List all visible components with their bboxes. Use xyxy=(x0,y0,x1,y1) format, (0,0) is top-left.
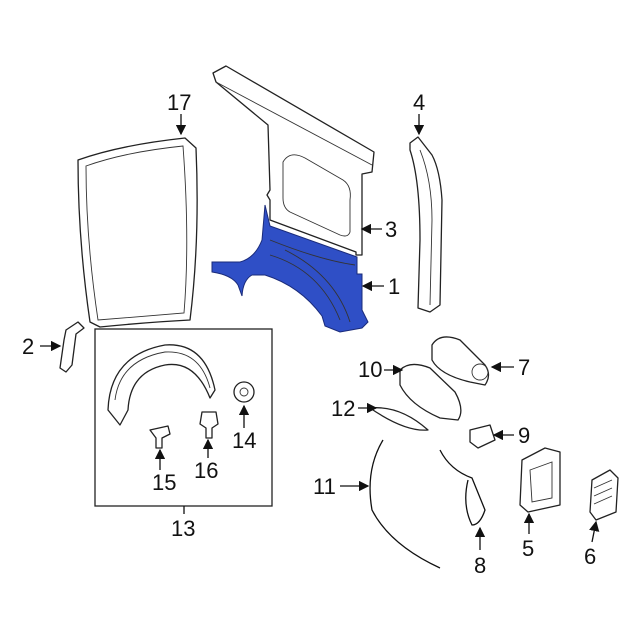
svg-text:10: 10 xyxy=(358,357,382,382)
svg-text:11: 11 xyxy=(313,474,336,499)
svg-text:2: 2 xyxy=(22,334,34,359)
svg-text:4: 4 xyxy=(413,90,425,115)
svg-text:7: 7 xyxy=(518,355,530,380)
callout-1: 1 xyxy=(361,274,400,299)
part-9-bracket xyxy=(469,424,496,449)
part-17-window-glass xyxy=(77,137,198,328)
svg-text:13: 13 xyxy=(171,516,195,541)
callout-5: 5 xyxy=(522,512,534,561)
callout-13: 13 xyxy=(171,506,195,541)
svg-text:14: 14 xyxy=(232,428,256,453)
part-15-push-pin xyxy=(149,425,171,449)
callout-4: 4 xyxy=(413,90,425,136)
part-1-wheelhouse-panel xyxy=(211,204,369,333)
svg-text:16: 16 xyxy=(194,458,218,483)
part-6-vent xyxy=(589,469,619,521)
part-16-clip xyxy=(199,411,219,439)
part-2-bracket xyxy=(59,321,85,373)
callout-9: 9 xyxy=(492,423,530,448)
svg-text:15: 15 xyxy=(152,470,176,495)
callout-16: 16 xyxy=(194,438,218,483)
callout-11: 11 xyxy=(313,474,370,499)
svg-text:3: 3 xyxy=(385,217,397,242)
svg-text:6: 6 xyxy=(584,544,596,569)
part-10-fuel-door xyxy=(399,363,462,421)
svg-text:8: 8 xyxy=(474,553,486,578)
part-5-panel xyxy=(519,447,561,513)
callout-3: 3 xyxy=(360,217,397,242)
svg-text:1: 1 xyxy=(388,274,400,299)
part-4-pillar xyxy=(409,136,443,313)
svg-text:12: 12 xyxy=(331,396,355,421)
part-13-wheel-liner xyxy=(107,344,216,426)
callout-14: 14 xyxy=(232,404,256,453)
part-11-weatherstrip xyxy=(369,439,441,569)
part-12-gasket xyxy=(369,407,429,431)
callout-8: 8 xyxy=(474,526,486,578)
callout-17: 17 xyxy=(167,90,191,136)
callout-10: 10 xyxy=(358,357,404,382)
callout-15: 15 xyxy=(152,448,176,495)
part-8-cable xyxy=(439,449,486,526)
svg-text:9: 9 xyxy=(518,423,530,448)
part-3-quarter-inner-panel xyxy=(212,65,375,256)
callout-12: 12 xyxy=(331,396,378,421)
part-7-fuel-housing xyxy=(431,336,490,386)
svg-text:17: 17 xyxy=(167,90,191,115)
callout-2: 2 xyxy=(22,334,62,359)
svg-text:5: 5 xyxy=(522,536,534,561)
part-14-fastener xyxy=(233,381,255,403)
callout-7: 7 xyxy=(490,355,530,380)
callout-6: 6 xyxy=(584,520,600,569)
